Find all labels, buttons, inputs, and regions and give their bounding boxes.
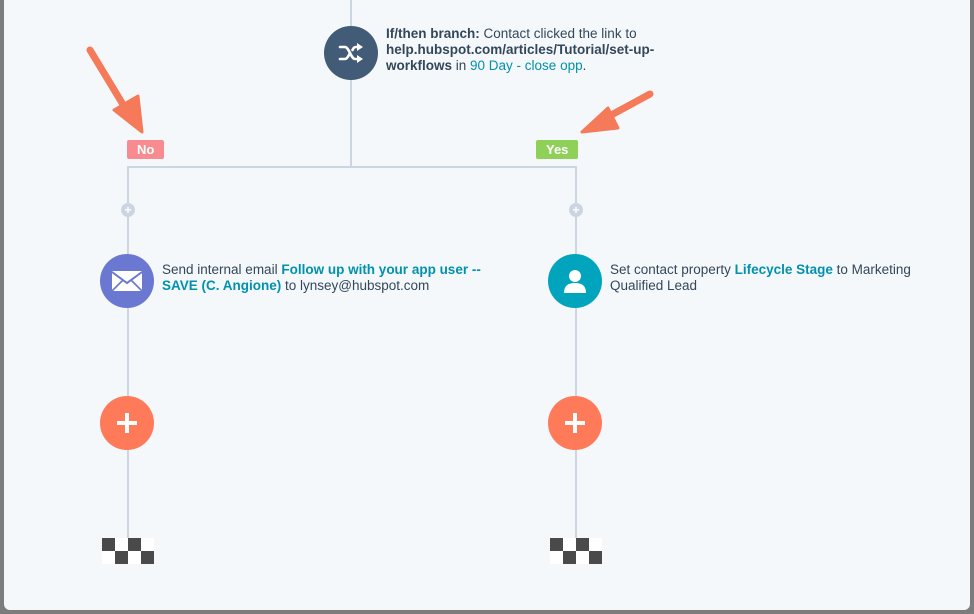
add-action-right-button[interactable]	[548, 396, 602, 450]
email-text-before: Send internal email	[162, 262, 282, 277]
property-action-button[interactable]	[548, 254, 602, 308]
connector-right-2	[575, 306, 577, 396]
connector-left-2	[127, 306, 129, 396]
branch-text-in: in	[452, 58, 471, 73]
lifecycle-stage-link[interactable]: Lifecycle Stage	[734, 262, 833, 277]
connector-left-3	[127, 448, 129, 538]
email-action-button[interactable]	[100, 254, 154, 308]
envelope-icon	[111, 271, 143, 292]
connector-horizontal	[127, 166, 577, 168]
yes-branch-tag: Yes	[536, 140, 579, 159]
branch-node-description: If/then branch: Contact clicked the link…	[386, 26, 676, 74]
list-link[interactable]: 90 Day - close opp	[470, 58, 583, 73]
plus-icon	[117, 413, 137, 433]
no-branch-tag: No	[127, 140, 165, 159]
property-action-description: Set contact property Lifecycle Stage to …	[610, 262, 940, 294]
shuffle-icon	[338, 43, 363, 63]
connector-branch-down	[350, 80, 352, 166]
plus-icon	[565, 413, 585, 433]
branch-text-before: Contact clicked the link to	[479, 26, 637, 41]
annotation-arrow-yes-icon	[580, 90, 654, 134]
finish-flag-right-icon	[550, 538, 602, 564]
branch-text-end: .	[582, 58, 587, 73]
property-text-before: Set contact property	[610, 262, 735, 277]
connector-right-3	[575, 448, 577, 538]
insert-action-right-button[interactable]: +	[569, 203, 583, 217]
email-text-after: to lynsey@hubspot.com	[281, 278, 430, 293]
email-action-description: Send internal email Follow up with your …	[162, 262, 482, 294]
finish-flag-left-icon	[102, 538, 154, 564]
insert-action-left-button[interactable]: +	[121, 203, 135, 217]
add-action-left-button[interactable]	[100, 396, 154, 450]
branch-url: help.hubspot.com/articles/Tutorial/set-u…	[386, 42, 655, 73]
person-icon	[564, 270, 586, 293]
branch-label: If/then branch:	[386, 26, 480, 41]
email-template-link[interactable]: Follow up with your app user -- SAVE (C.…	[162, 262, 481, 293]
annotation-arrow-no-icon	[86, 46, 144, 134]
branch-node-button[interactable]	[324, 26, 378, 80]
property-text-after: to Marketing Qualified Lead	[610, 262, 911, 293]
connector-top	[350, 0, 352, 26]
workflow-canvas: If/then branch: Contact clicked the link…	[4, 0, 970, 610]
